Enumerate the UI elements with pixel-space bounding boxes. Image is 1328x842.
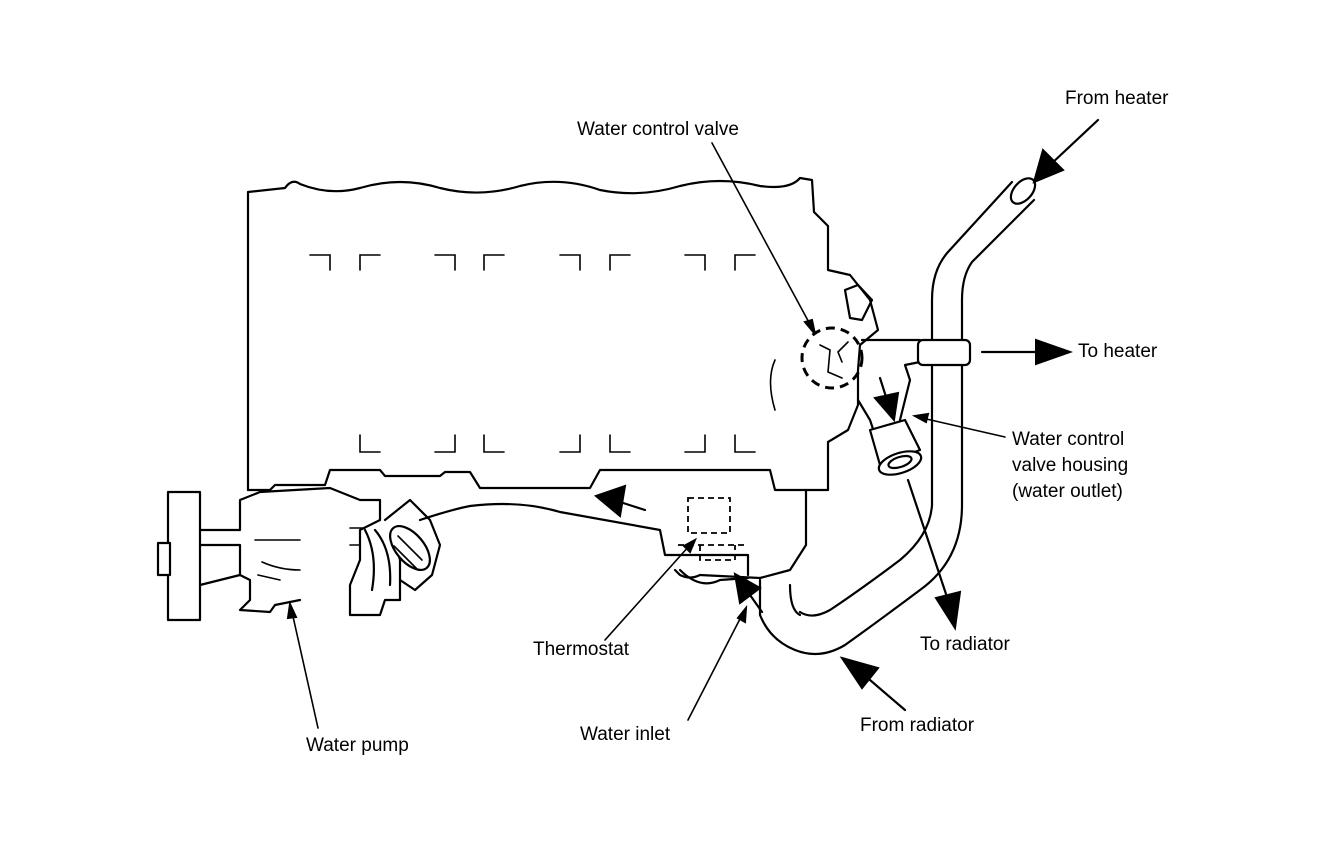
heater-pipe bbox=[758, 177, 1037, 656]
label-valve-housing: Water control valve housing (water outle… bbox=[1012, 429, 1129, 502]
label-from-radiator: From radiator bbox=[860, 715, 975, 736]
cylinder-markers-bottom bbox=[359, 434, 756, 453]
label-to-radiator: To radiator bbox=[920, 634, 1010, 655]
label-water-pump: Water pump bbox=[306, 735, 409, 756]
water-control-valve-circle bbox=[800, 326, 864, 390]
label-from-heater: From heater bbox=[1065, 88, 1169, 109]
engine-block bbox=[246, 176, 880, 580]
water-control-valve-housing bbox=[843, 283, 923, 476]
water-pump bbox=[156, 486, 402, 622]
cylinder-markers-top bbox=[309, 254, 756, 271]
label-thermostat: Thermostat bbox=[533, 639, 630, 660]
lower-water-channel bbox=[246, 468, 808, 492]
water-inlet-housing bbox=[678, 568, 750, 585]
leader-lines bbox=[286, 142, 1006, 729]
label-water-control-valve: Water control valve bbox=[577, 119, 739, 140]
flow-arrows bbox=[593, 118, 1100, 712]
pump-hose bbox=[383, 498, 442, 592]
label-water-inlet: Water inlet bbox=[580, 724, 671, 745]
label-to-heater: To heater bbox=[1078, 341, 1158, 362]
